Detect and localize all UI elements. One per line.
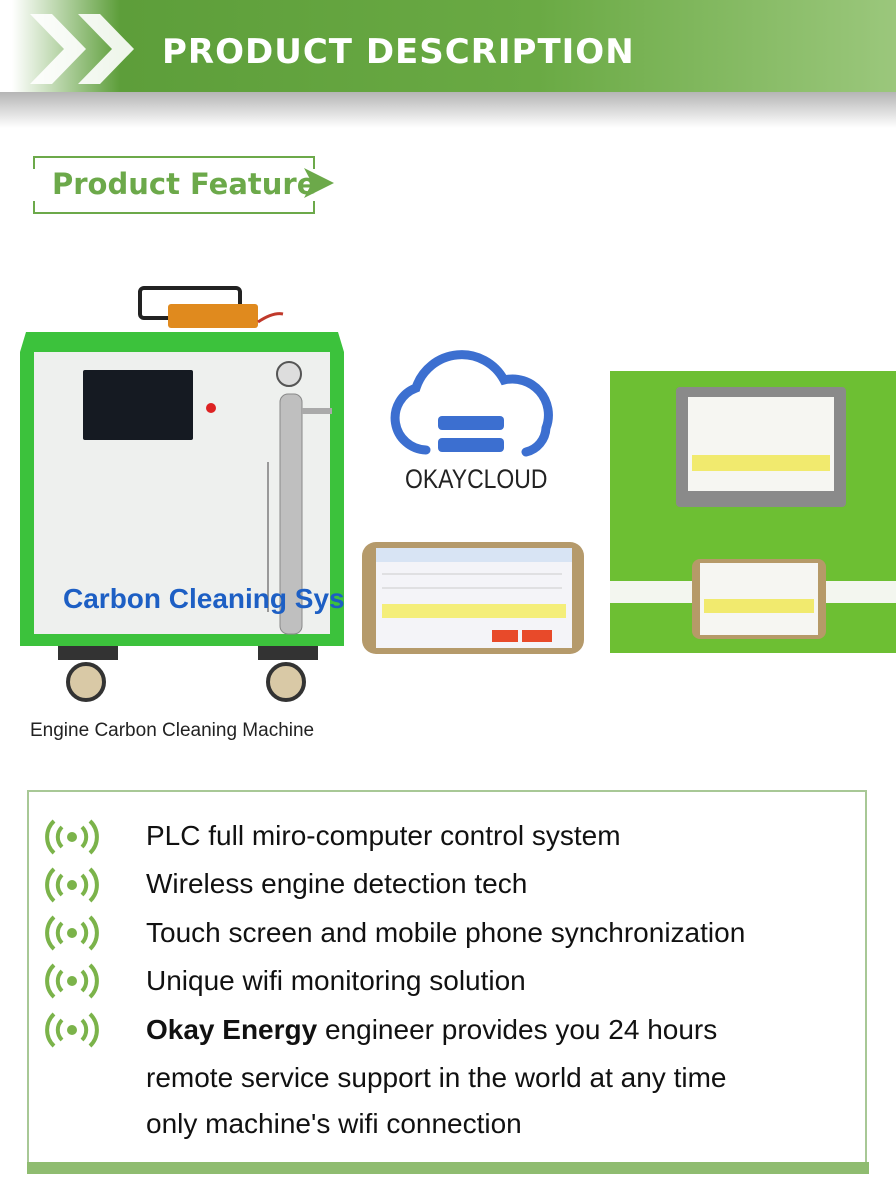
brand-name: Okay Energy — [146, 1014, 318, 1045]
feature-text: Touch screen and mobile phone synchroniz… — [146, 917, 746, 948]
phone-image — [362, 542, 584, 654]
wifi-icon — [45, 1012, 99, 1048]
feature-text: Wireless engine detection tech — [146, 868, 528, 899]
feature-text: Okay Energy engineer provides you 24 hou… — [146, 1014, 717, 1046]
feature-text-line1: engineer provides you 24 hours — [317, 1014, 718, 1045]
feature-text: Unique wifi monitoring solution — [146, 965, 526, 996]
feature-label-frame — [33, 156, 315, 214]
arrow-right-icon — [304, 168, 334, 198]
header-banner — [0, 0, 896, 92]
wifi-icon — [45, 867, 99, 903]
cloud-label: OKAYCLOUD — [405, 464, 548, 494]
control-panel-photo — [610, 371, 896, 653]
chevron-arrows-icon — [30, 14, 134, 84]
cloud-logo-icon — [390, 350, 553, 457]
machine-caption: Engine Carbon Cleaning Machine — [30, 720, 315, 741]
features-panel-bottom-bar — [27, 1162, 869, 1174]
wifi-icon — [45, 819, 99, 855]
feature-text-line2: remote service support in the world at a… — [146, 1062, 727, 1093]
machine-image: Carbon Cleaning Sys — [20, 286, 345, 702]
wifi-icon — [45, 915, 99, 951]
wifi-icon — [45, 963, 99, 999]
banner-title: PRODUCT DESCRIPTION — [162, 32, 635, 72]
section-title: Product Feature — [52, 167, 317, 201]
svg-text:Carbon Cleaning Sys: Carbon Cleaning Sys — [63, 583, 345, 614]
feature-text: PLC full miro-computer control system — [146, 820, 621, 851]
feature-text-line3: only machine's wifi connection — [146, 1108, 522, 1139]
banner-shadow — [0, 92, 896, 128]
